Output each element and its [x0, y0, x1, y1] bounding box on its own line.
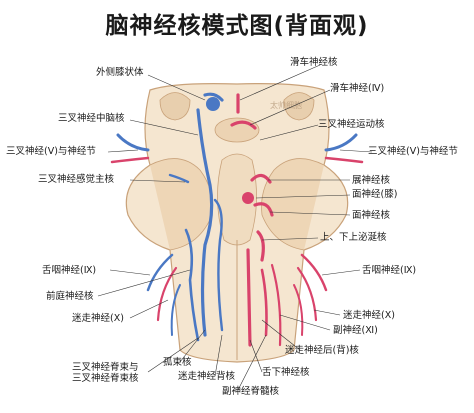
watermark-text: 太帅细胞 — [270, 100, 302, 110]
label-dorsal-vagus-nucleus: 迷走神经背核 — [178, 371, 236, 382]
label-spinal-accessory-nucleus: 副神经脊髓核 — [222, 386, 280, 397]
label-salivatory-nuclei: 上、下上泌涎核 — [320, 232, 387, 243]
label-lateral-geniculate-body: 外侧膝状体 — [96, 67, 144, 78]
page-title: 脑神经核模式图(背面观) — [105, 13, 369, 39]
label-trigeminal-nerve-ganglion-right: 三叉神经(Ⅴ)与神经节 — [368, 146, 458, 157]
label-solitary-nucleus: 孤束核 — [163, 357, 192, 368]
label-dorsal-vagal-nucleus: 迷走神经后(背)核 — [285, 345, 359, 356]
label-accessory-nerve: 副神经(Ⅺ) — [333, 325, 378, 336]
sensory-nuclei-left — [168, 92, 224, 342]
brainstem-body — [125, 83, 349, 363]
label-spinal-trigeminal-tract-nucleus: 三叉神经脊束与 三叉神经脊束核 — [72, 362, 139, 384]
label-hypoglossal-nucleus: 舌下神经核 — [262, 367, 310, 378]
label-mesencephalic-trigeminal-nucleus: 三叉神经中脑核 — [58, 113, 125, 124]
label-principal-sensory-trigeminal-nucleus: 三叉神经感觉主核 — [38, 174, 115, 185]
label-facial-nucleus: 面神经核 — [352, 210, 391, 221]
label-vagus-nerve-right: 迷走神经(Ⅹ) — [343, 310, 395, 321]
label-abducens-nucleus: 展神经核 — [352, 175, 391, 186]
leader-lines — [97, 64, 373, 391]
label-glossopharyngeal-nerve-left: 舌咽神经(Ⅸ) — [42, 265, 97, 276]
label-vestibular-nucleus: 前庭神经核 — [46, 291, 94, 302]
label-glossopharyngeal-nerve-right: 舌咽神经(Ⅸ) — [362, 265, 417, 276]
label-facial-nerve-genu: 面神经(膝) — [352, 189, 398, 200]
cranial-nerve-roots — [110, 133, 364, 336]
label-trochlear-nerve: 滑车神经(Ⅳ) — [330, 83, 385, 94]
label-trigeminal-nerve-ganglion-left: 三叉神经(Ⅴ)与神经节 — [6, 146, 96, 157]
label-trigeminal-motor-nucleus: 三叉神经运动核 — [318, 119, 385, 130]
label-vagus-nerve-left: 迷走神经(Ⅹ) — [72, 313, 124, 324]
label-trochlear-nucleus: 滑车神经核 — [290, 57, 338, 68]
